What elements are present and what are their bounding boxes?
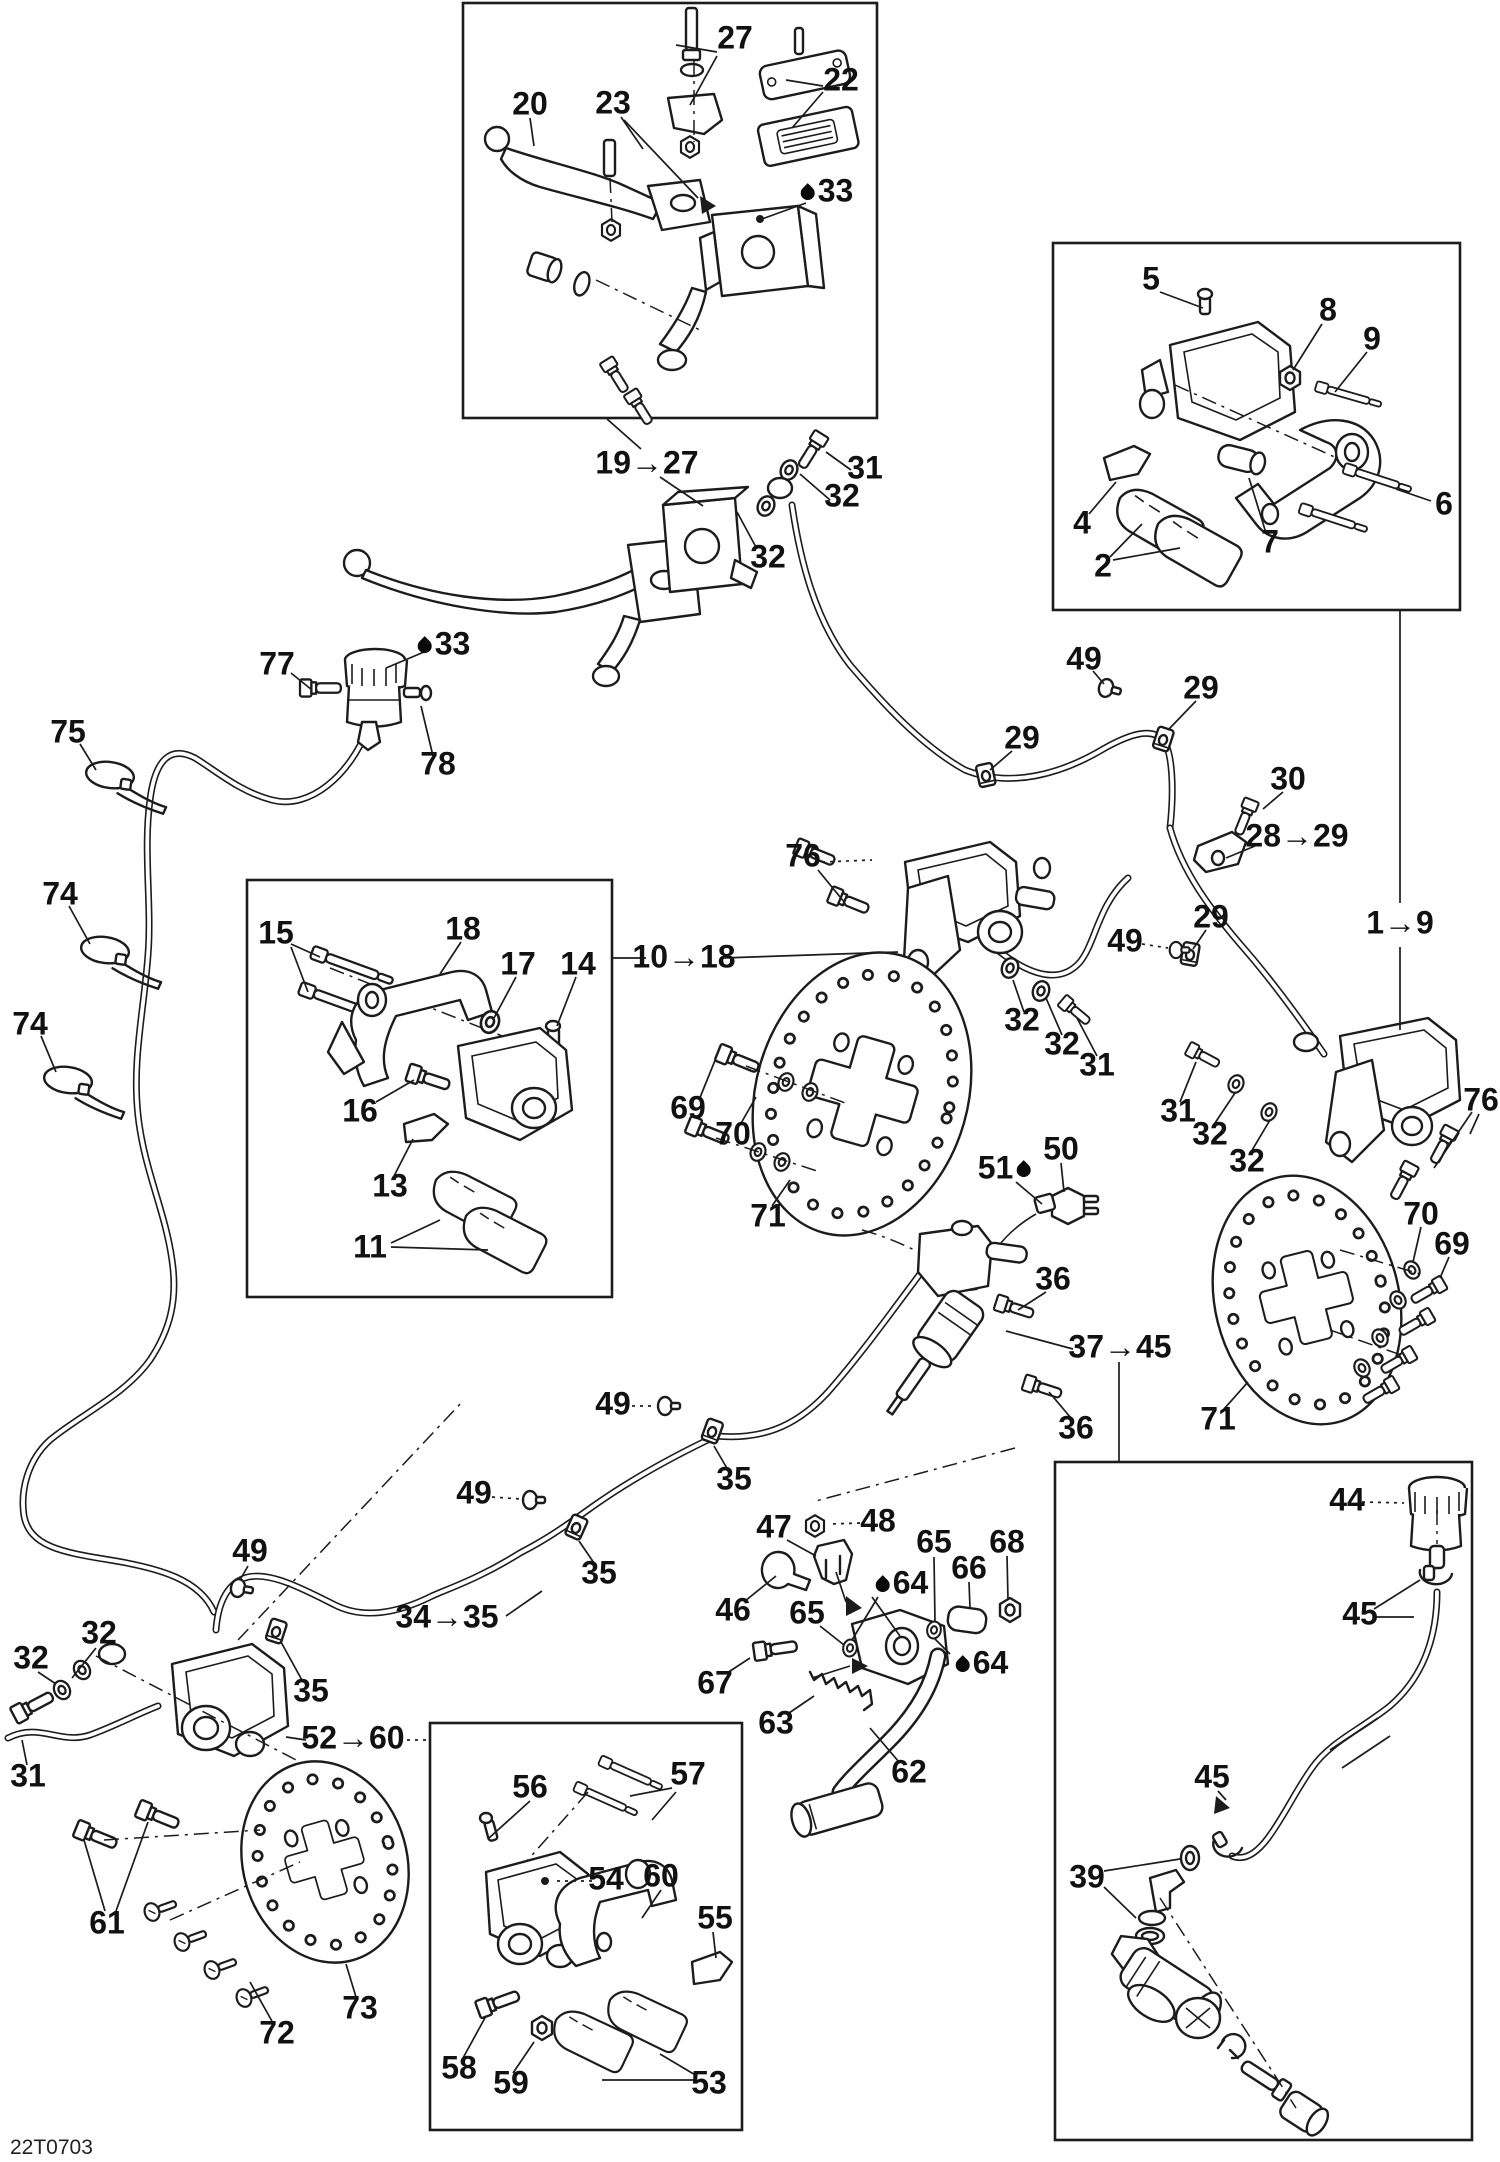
brake-disc-rear <box>751 951 973 1237</box>
disc-hardware-parking <box>71 1798 301 2010</box>
leader-lines <box>21 44 1480 2081</box>
box-rear-master-cylinder-assembly <box>1053 1460 1474 2142</box>
rear-caliper-installed <box>791 836 1094 1029</box>
rear-caliper-exploded <box>296 944 574 1278</box>
front-caliper-exploded <box>1102 287 1414 591</box>
disc-bolts-front-right <box>1329 1249 1449 1408</box>
parking-caliper-exploded <box>473 1754 734 2076</box>
hose-clamps-and-rivets <box>228 676 1261 1646</box>
box-front-caliper-assembly <box>1051 241 1462 612</box>
front-brake-fluid-reservoir <box>298 647 433 752</box>
hand-lever-assembly <box>483 6 860 429</box>
box-rear-caliper-assembly <box>245 878 614 1299</box>
parking-caliper-installed <box>8 1401 463 1763</box>
brake-pedal-assembly <box>751 1514 1022 1838</box>
brake-hoses <box>4 501 1441 1862</box>
brake-disc-parking <box>240 1760 410 1964</box>
box-hand-lever-assembly <box>461 1 879 420</box>
disc-bolts-rear <box>683 1042 849 1175</box>
box-parking-caliper-assembly <box>428 1721 744 2132</box>
front-caliper-installed <box>1183 1016 1462 1204</box>
brake-disc-front-right <box>1211 1174 1403 1426</box>
cable-tie-74b <box>38 1062 131 1121</box>
cable-tie-74a <box>75 932 168 991</box>
hand-lever-installed <box>342 428 830 688</box>
rear-reservoir-assembly <box>1110 1475 1469 2137</box>
rear-master-cylinder-installed <box>811 1219 1065 1503</box>
